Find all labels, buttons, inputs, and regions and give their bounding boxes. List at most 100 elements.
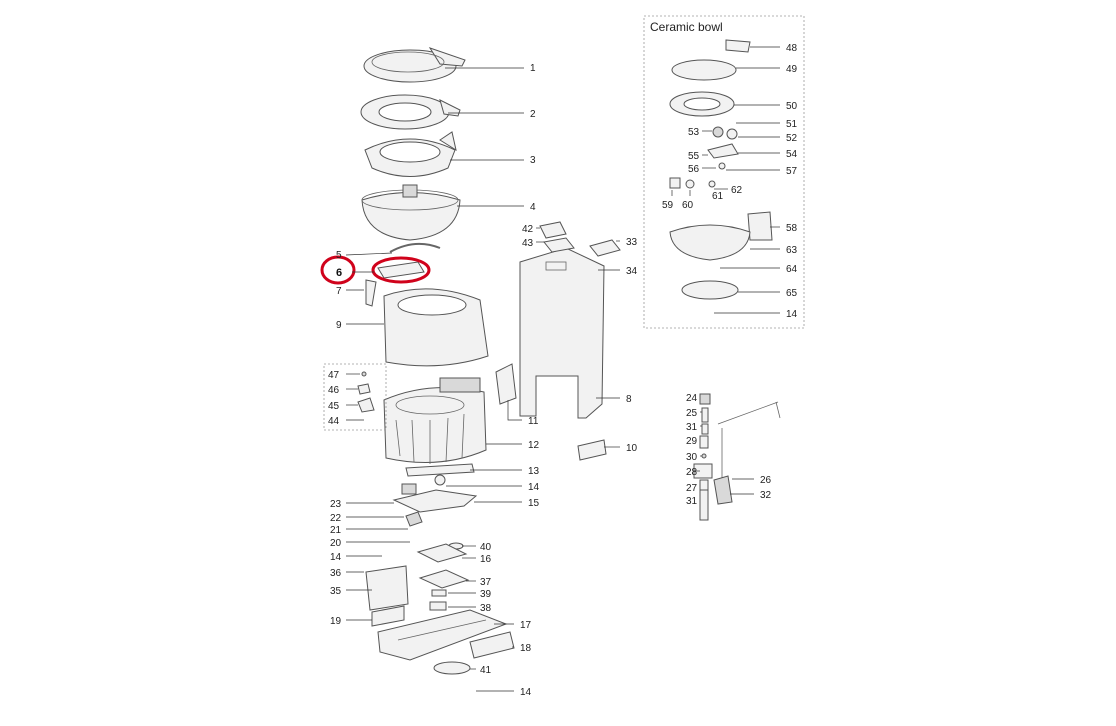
callout-label-p32: 32 — [760, 490, 772, 501]
leader-p5 — [345, 252, 393, 256]
callout-label-p28: 28 — [686, 467, 698, 478]
part-39 — [431, 589, 447, 597]
callout-label-p4: 4 — [530, 202, 536, 213]
part-bowl-top — [364, 131, 457, 177]
callout-label-p55: 55 — [688, 151, 700, 162]
part-33 — [589, 239, 621, 257]
callout-label-p9: 9 — [336, 320, 342, 331]
callout-label-p14b: 14 — [330, 552, 342, 563]
callout-label-p57: 57 — [786, 166, 798, 177]
callout-label-p14a: 14 — [528, 482, 540, 493]
part-38 — [429, 601, 447, 611]
part-22 — [405, 511, 423, 527]
callout-label-p47: 47 — [328, 370, 340, 381]
callout-label-p18: 18 — [520, 643, 532, 654]
callout-label-p31b: 31 — [686, 496, 698, 507]
callout-label-p15: 15 — [528, 498, 540, 509]
part-11-bracket — [495, 363, 517, 405]
callout-label-p14c: 14 — [520, 687, 532, 698]
part-19 — [371, 605, 405, 627]
callout-label-p50: 50 — [786, 101, 798, 112]
callout-label-p54: 54 — [786, 149, 798, 160]
callout-label-p38: 38 — [480, 603, 492, 614]
part-16 — [416, 543, 468, 563]
part-18 — [469, 631, 515, 659]
callout-label-p26: 26 — [760, 475, 772, 486]
part-flush-assembly — [693, 393, 781, 521]
callout-label-p5: 5 — [336, 250, 342, 261]
part-lid — [363, 47, 466, 83]
callout-label-p2: 2 — [530, 109, 536, 120]
callout-label-p1: 1 — [530, 63, 536, 74]
part-7-clip — [365, 279, 377, 307]
callout-label-p34: 34 — [626, 266, 638, 277]
callout-label-p17: 17 — [520, 620, 532, 631]
callout-label-p60: 60 — [682, 200, 694, 211]
callout-label-p37: 37 — [480, 577, 492, 588]
callout-label-p23: 23 — [330, 499, 342, 510]
part-41 — [433, 661, 471, 675]
leader-p11 — [507, 400, 522, 421]
callout-label-p12: 12 — [528, 440, 540, 451]
callout-label-p44: 44 — [328, 416, 340, 427]
part-43 — [543, 237, 575, 253]
callout-label-p56: 56 — [688, 164, 700, 175]
part-47 — [361, 371, 367, 377]
callout-label-p31a: 31 — [686, 422, 698, 433]
part-6-small-component — [377, 261, 425, 279]
callout-label-p20: 20 — [330, 538, 342, 549]
callout-label-p6: 6 — [336, 267, 342, 279]
callout-label-p58: 58 — [786, 223, 798, 234]
part-45 — [357, 397, 375, 413]
callout-label-p48: 48 — [786, 43, 798, 54]
callout-label-p14d: 14 — [786, 309, 798, 320]
callout-label-p22: 22 — [330, 513, 342, 524]
part-35 — [365, 565, 409, 611]
callout-label-p49: 49 — [786, 64, 798, 75]
part-seat — [360, 94, 461, 130]
part-upper-housing — [383, 288, 489, 367]
callout-label-p62: 62 — [731, 185, 743, 196]
callout-label-p13: 13 — [528, 466, 540, 477]
callout-label-p52: 52 — [786, 133, 798, 144]
part-seal-ring — [389, 242, 441, 253]
callout-label-p24: 24 — [686, 393, 698, 404]
callout-label-p59: 59 — [662, 200, 674, 211]
ceramic-bowl-title: Ceramic bowl — [650, 20, 723, 34]
callout-label-p19: 19 — [330, 616, 342, 627]
part-bowl — [361, 184, 461, 241]
callout-label-p42: 42 — [522, 224, 534, 235]
highlight-circle-part-6 — [371, 256, 431, 284]
callout-label-p40: 40 — [480, 542, 492, 553]
ceramic-parts — [669, 39, 773, 300]
callout-labels: Ceramic bowl 123456789101112131415232221… — [328, 20, 798, 698]
callout-label-p36: 36 — [330, 568, 342, 579]
callout-label-p8: 8 — [626, 394, 632, 405]
part-10-panel — [577, 439, 607, 461]
ceramic-bowl-panel — [643, 15, 805, 329]
callout-label-p35: 35 — [330, 586, 342, 597]
callout-label-p43: 43 — [522, 238, 534, 249]
callout-label-p10: 10 — [626, 443, 638, 454]
part-lower-housing — [383, 377, 487, 464]
part-backplate — [519, 247, 605, 419]
part-42 — [539, 221, 567, 239]
callout-label-p21: 21 — [330, 525, 342, 536]
callout-label-p41: 41 — [480, 665, 492, 676]
part-valve-plate — [392, 474, 478, 513]
callout-label-p29: 29 — [686, 436, 698, 447]
part-base — [377, 609, 508, 661]
highlight-circle-label-6 — [320, 255, 356, 285]
part-37 — [418, 569, 470, 589]
callout-label-p45: 45 — [328, 401, 340, 412]
callout-label-p46: 46 — [328, 385, 340, 396]
part-46 — [357, 383, 371, 395]
leader-lines — [345, 46, 780, 692]
callout-label-p27: 27 — [686, 483, 698, 494]
callout-label-p33: 33 — [626, 237, 638, 248]
callout-label-p63: 63 — [786, 245, 798, 256]
callout-label-p30: 30 — [686, 452, 698, 463]
part-rail — [405, 463, 475, 477]
callout-label-p3: 3 — [530, 155, 536, 166]
